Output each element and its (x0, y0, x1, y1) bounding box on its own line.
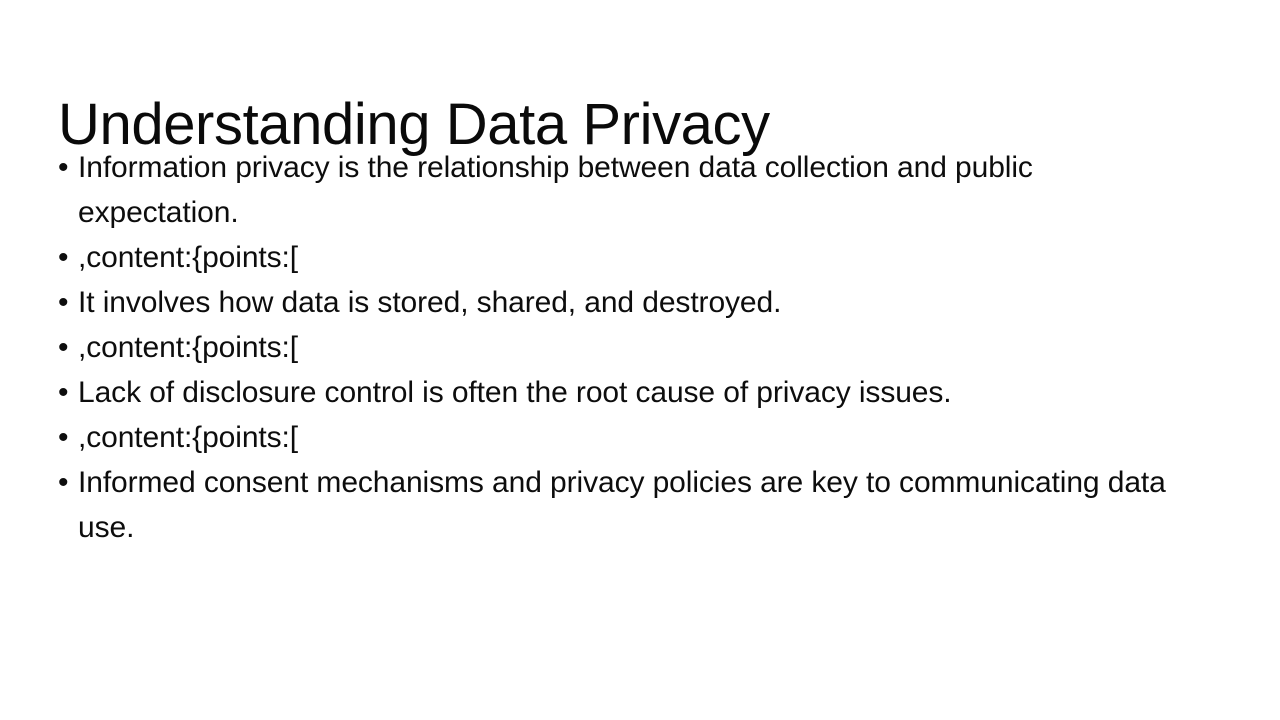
list-item-text: ,content:{points:[ (78, 331, 299, 364)
bullet-list: • Information privacy is the relationshi… (58, 145, 1184, 550)
bullet-point-icon: • (58, 241, 69, 274)
list-item: • Information privacy is the relationshi… (58, 145, 1184, 235)
list-item: • Lack of disclosure control is often th… (58, 370, 1184, 415)
page-title: Understanding Data Privacy (58, 91, 770, 157)
list-item-text: Lack of disclosure control is often the … (78, 376, 952, 409)
bullet-point-icon: • (58, 286, 69, 319)
bullet-point-icon: • (58, 421, 69, 454)
list-item-text: It involves how data is stored, shared, … (78, 286, 782, 319)
bullet-point-icon: • (58, 376, 69, 409)
list-item-text: Information privacy is the relationship … (78, 151, 1033, 229)
list-item-text: Informed consent mechanisms and privacy … (78, 466, 1166, 544)
list-item: • ,content:{points:[ (58, 415, 1184, 460)
list-item: • Informed consent mechanisms and privac… (58, 460, 1184, 550)
list-item-text: ,content:{points:[ (78, 421, 299, 454)
list-item: • ,content:{points:[ (58, 325, 1184, 370)
bullet-point-icon: • (58, 466, 69, 499)
list-item: • ,content:{points:[ (58, 235, 1184, 280)
list-item: • It involves how data is stored, shared… (58, 280, 1184, 325)
bullet-point-icon: • (58, 331, 69, 364)
bullet-point-icon: • (58, 151, 69, 184)
list-item-text: ,content:{points:[ (78, 241, 299, 274)
